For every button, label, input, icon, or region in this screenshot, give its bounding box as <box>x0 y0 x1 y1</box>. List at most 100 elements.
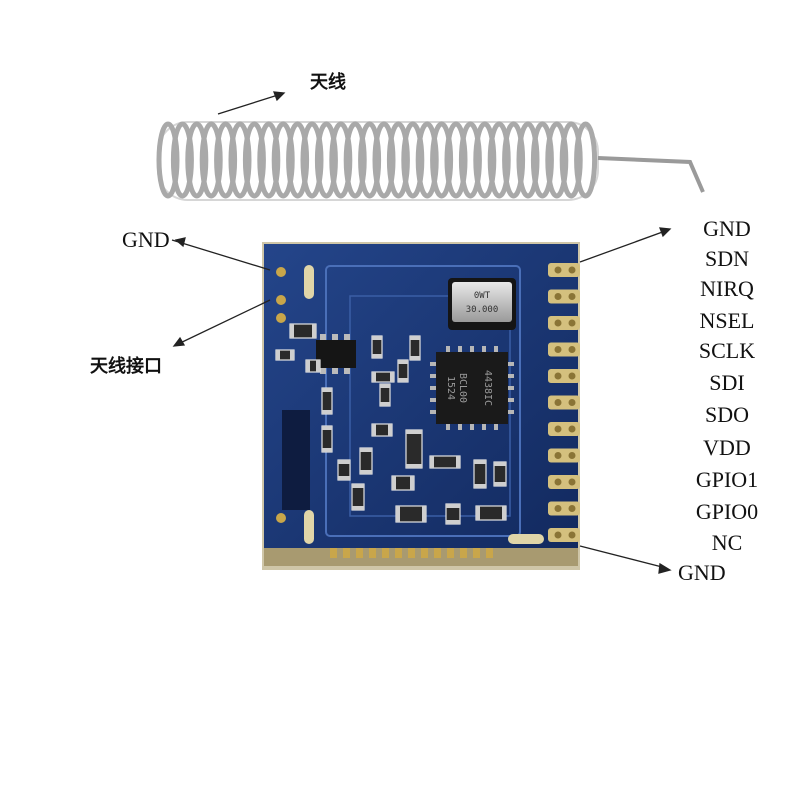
coil-turn <box>574 121 598 199</box>
smd-component <box>429 455 461 469</box>
pin-hole <box>554 399 562 406</box>
pin-label: GPIO0 <box>695 499 759 524</box>
ic-pin <box>458 346 462 352</box>
antenna-label: 天线 <box>310 72 346 93</box>
antenna-interface-label: 天线接口 <box>90 356 162 377</box>
smd-terminal <box>446 504 460 508</box>
smd-terminal <box>446 520 460 524</box>
pin-hole <box>568 425 576 433</box>
bottom-pad <box>395 548 402 558</box>
pin-hole <box>568 478 576 486</box>
bottom-pad <box>460 548 467 558</box>
smd-terminal <box>276 350 280 360</box>
smd-terminal <box>410 356 420 360</box>
bottom-pad <box>369 548 376 558</box>
coil-turn <box>516 121 540 199</box>
pin-hole <box>568 266 576 274</box>
coil-turn <box>185 121 209 199</box>
small-ic <box>316 334 356 374</box>
main-ic-chip: 4438IC BCL00 1524 <box>430 346 514 430</box>
smd-component <box>405 429 423 469</box>
gnd-left-label: GND <box>122 227 170 252</box>
ic-pin <box>446 346 450 352</box>
bottom-pad <box>434 548 441 558</box>
coil-turn <box>401 121 425 199</box>
bottom-pad <box>486 548 493 558</box>
gnd-bottom-label: GND <box>678 560 726 585</box>
pin-hole <box>554 266 562 274</box>
pin-label: SCLK <box>698 338 756 363</box>
coil-turn <box>343 121 367 199</box>
coil-turn <box>228 121 252 199</box>
coil-turn <box>300 121 324 199</box>
pin-label: GPIO1 <box>695 467 759 492</box>
smd-terminal <box>456 456 460 468</box>
smd-terminal <box>410 336 420 340</box>
bottom-pad <box>447 548 454 558</box>
coil-turn <box>473 121 497 199</box>
bottom-pad <box>343 548 350 558</box>
smd-terminal <box>322 426 332 430</box>
bottom-pad <box>473 548 480 558</box>
pin-hole <box>554 478 562 486</box>
pin-hole <box>554 531 562 539</box>
pin-hole <box>568 372 576 380</box>
bottom-pad <box>382 548 389 558</box>
coil-turn <box>386 121 410 199</box>
pin-hole <box>568 346 576 353</box>
coil-turn <box>214 121 238 199</box>
coil-turn <box>559 121 583 199</box>
smd-terminal <box>372 354 382 358</box>
smd-terminal <box>476 506 480 520</box>
smd-terminal <box>388 424 392 436</box>
coil-turn <box>257 121 281 199</box>
bottom-pad <box>421 548 428 558</box>
pin-hole <box>554 505 562 512</box>
chip-marking-line2: BCL00 <box>457 373 468 403</box>
smd-terminal <box>494 462 506 466</box>
pin-label: NC <box>711 530 743 555</box>
pin-hole <box>568 399 576 406</box>
smd-terminal <box>406 464 422 468</box>
pin-hole <box>568 531 576 539</box>
ic-pin <box>430 374 436 378</box>
ic-pin <box>482 424 486 430</box>
coil-turn <box>487 121 511 199</box>
smd-terminal <box>398 360 408 364</box>
pin-label: NIRQ <box>700 276 754 301</box>
coil-turn <box>170 121 194 199</box>
smd-terminal <box>494 482 506 486</box>
pin-label: SDI <box>709 370 745 395</box>
pin-hole <box>554 425 562 433</box>
crystal-marking-line1: 0WT <box>474 291 491 301</box>
chip-marking-line3: 1524 <box>445 376 456 400</box>
smd-terminal <box>352 484 364 488</box>
ic-pin <box>430 386 436 390</box>
chip-marking-line1: 4438IC <box>482 370 493 406</box>
antenna-interface-pads <box>276 265 314 544</box>
smd-terminal <box>396 506 400 522</box>
crystal-oscillator: 0WT 30.000 <box>448 278 516 330</box>
ic-pin <box>508 410 514 414</box>
pcb-module: 0WT 30.000 4438IC BCL00 1524 <box>262 242 580 570</box>
coil-turn <box>329 121 353 199</box>
smd-terminal <box>338 460 350 464</box>
smd-terminal <box>390 372 394 382</box>
coil-turn <box>358 121 382 199</box>
passive-components <box>275 323 507 525</box>
pin-hole <box>554 452 562 459</box>
pin-label: SDN <box>704 246 749 271</box>
antenna-lead <box>597 156 705 193</box>
ic-pin <box>508 362 514 366</box>
coil-turn <box>502 121 526 199</box>
ic-pin <box>430 398 436 402</box>
smd-terminal <box>372 336 382 340</box>
spring-antenna <box>156 121 705 201</box>
smd-component <box>473 459 487 489</box>
smd-terminal <box>290 350 294 360</box>
smd-terminal <box>474 460 486 464</box>
smd-terminal <box>502 506 506 520</box>
smd-terminal <box>398 378 408 382</box>
bottom-edge-pads <box>330 548 493 558</box>
